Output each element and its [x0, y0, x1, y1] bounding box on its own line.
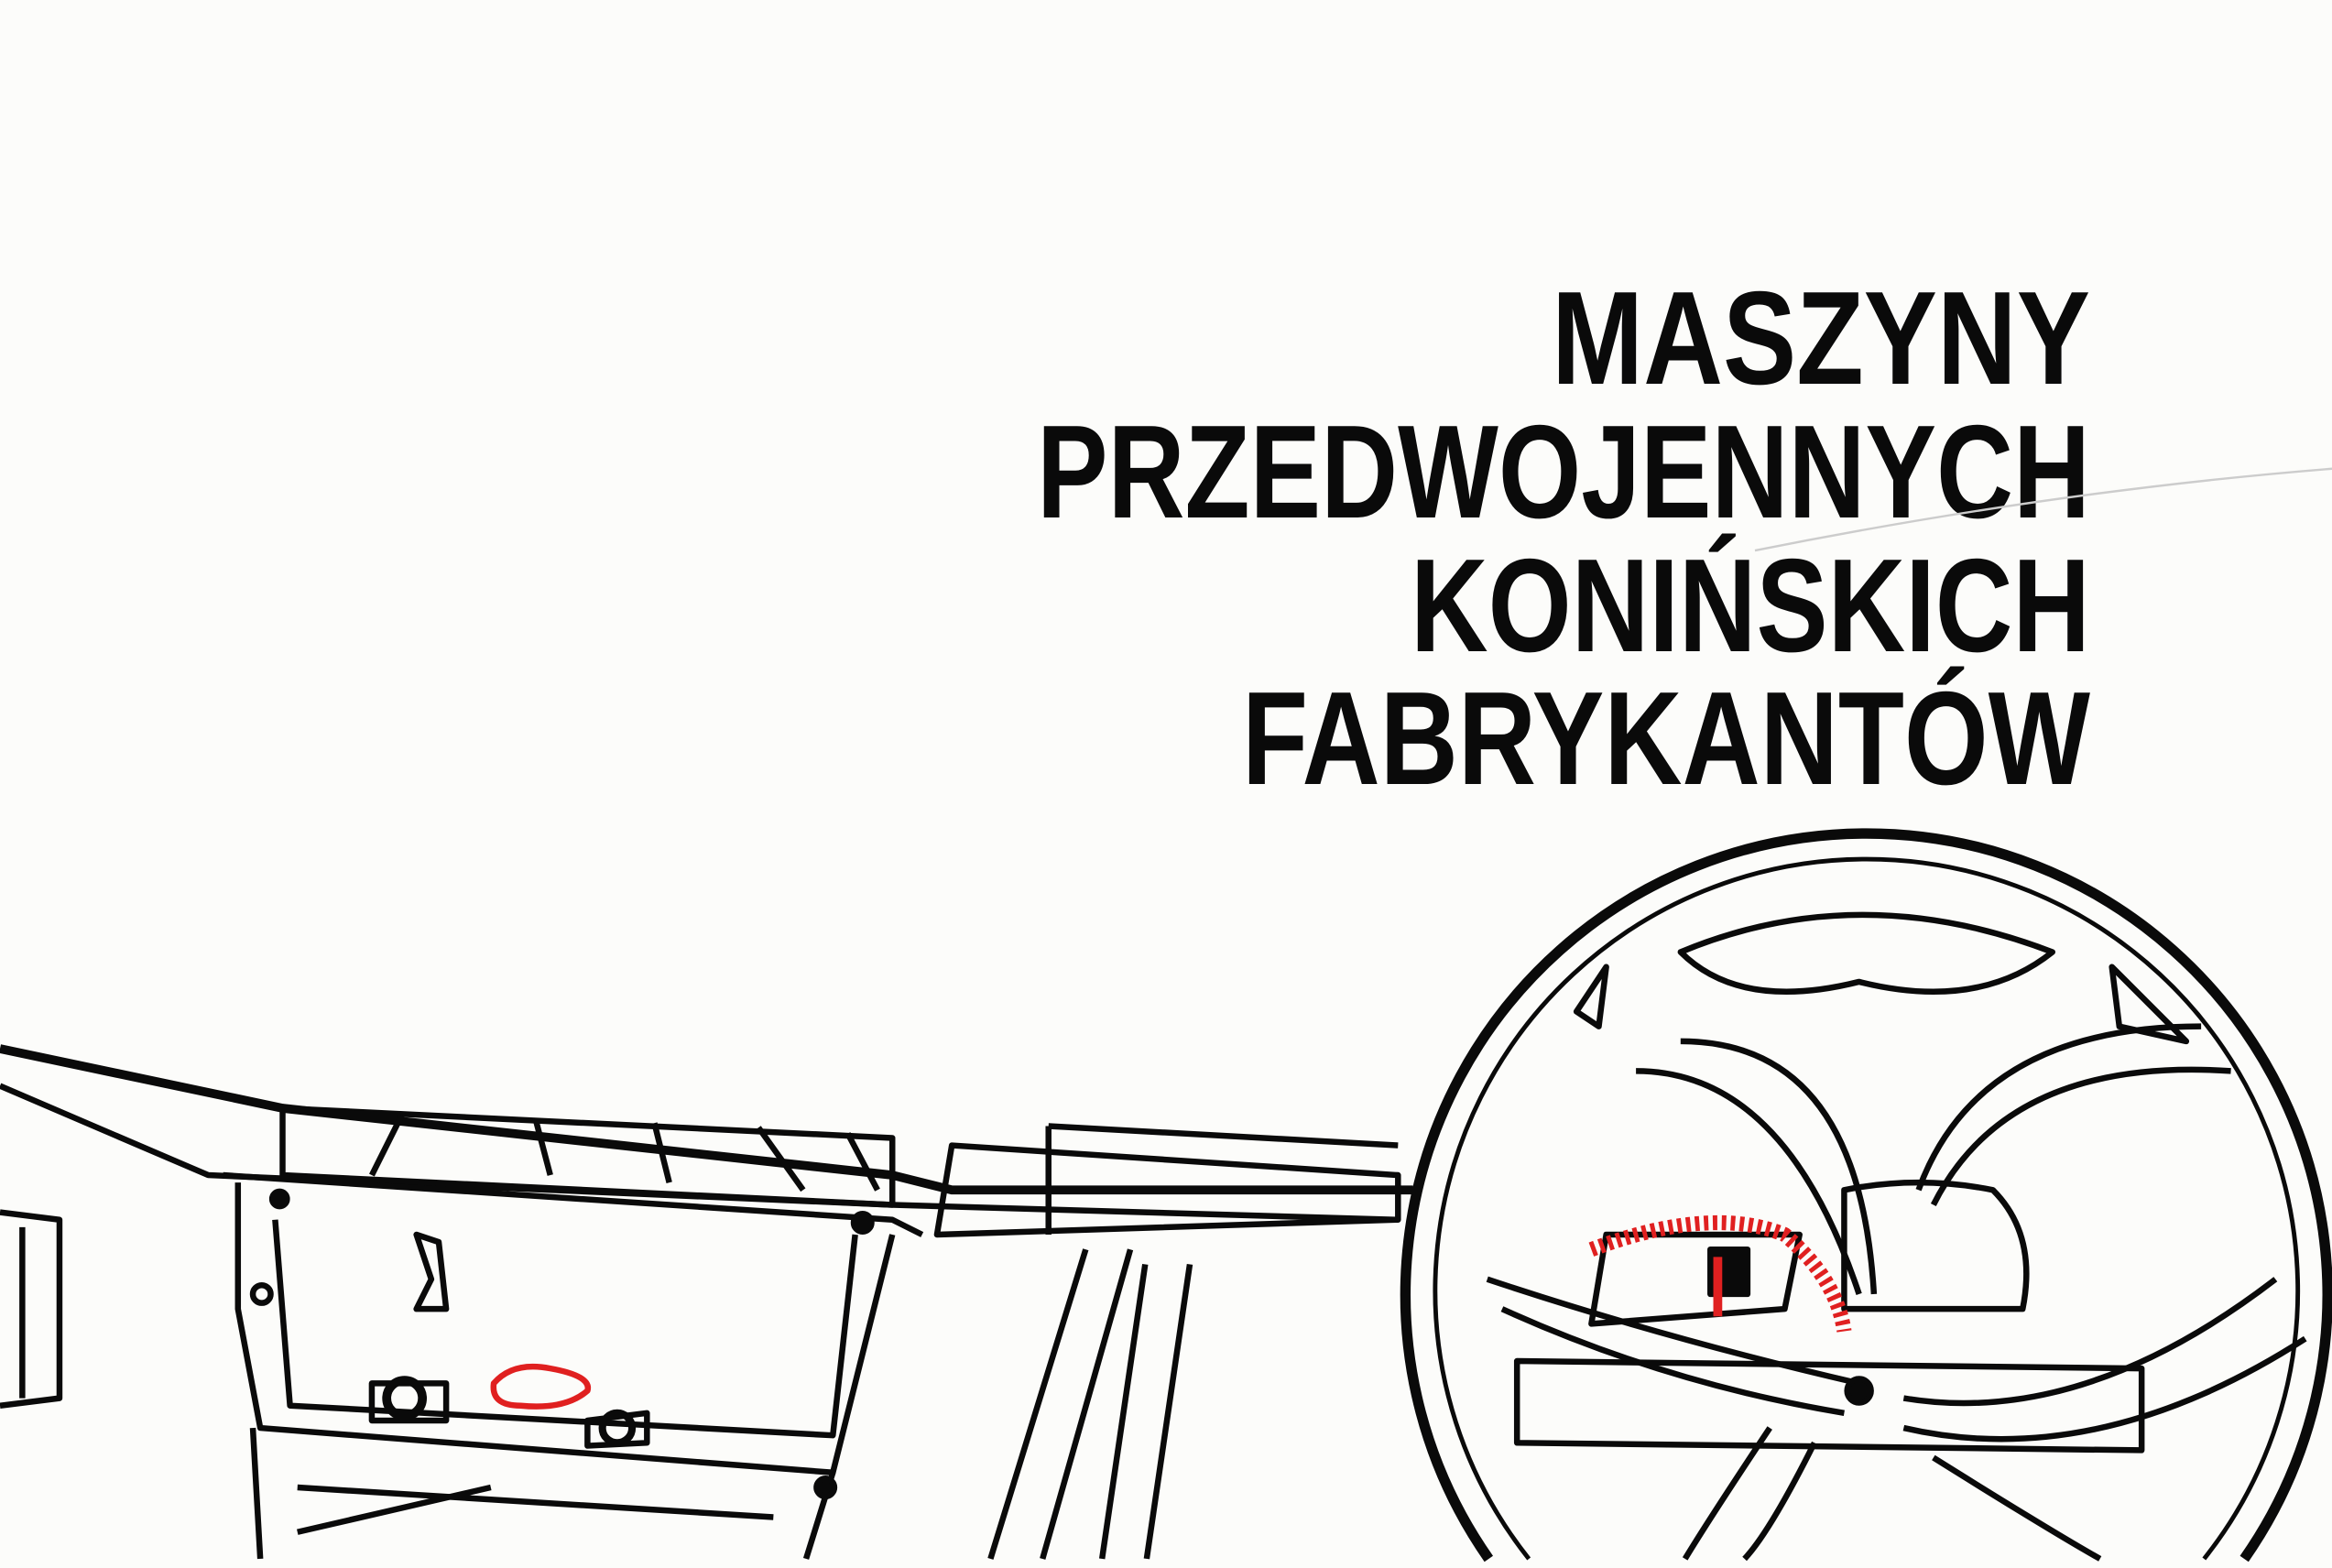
red-marking [490, 1363, 592, 1410]
red-gear-arc [1588, 1214, 1852, 1333]
flywheel [1400, 828, 2332, 1563]
chaff-cutter-trough [0, 1044, 1413, 1560]
title-line-1: MASZYNY [1552, 264, 2090, 412]
machine-frame [933, 1123, 1401, 1560]
title-line-3: KONIŃSKICH [1411, 531, 2090, 680]
title-line-4: FABRYKANTÓW [1242, 664, 2090, 812]
